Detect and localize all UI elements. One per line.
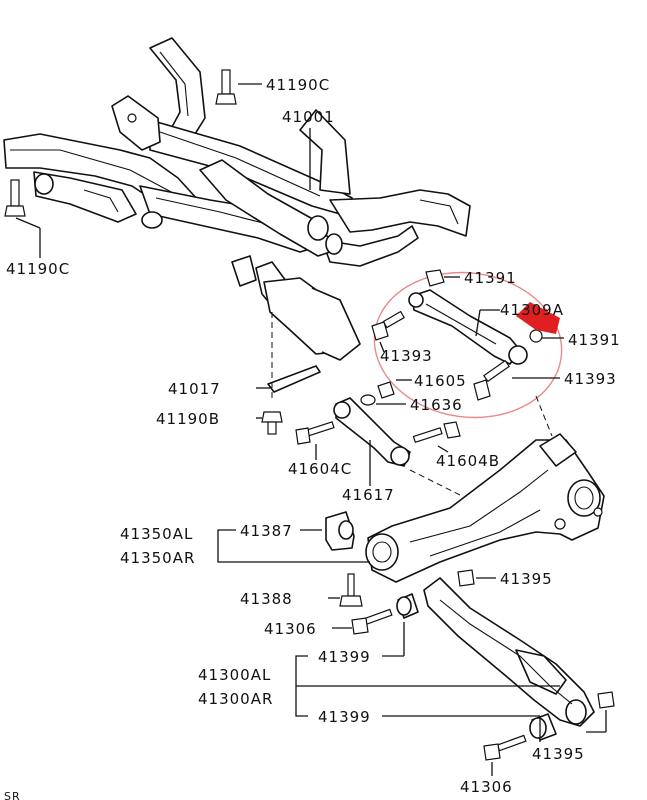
label-41388: 41388 <box>240 590 293 608</box>
label-41350ar: 41350AR <box>120 549 195 567</box>
label-41393-b: 41393 <box>564 370 617 388</box>
label-41605: 41605 <box>414 372 467 390</box>
bolt-41388 <box>328 573 363 607</box>
lateral-link-41309a <box>371 269 564 419</box>
label-41190c-left: 41190C <box>6 260 70 278</box>
label-41391-right: 41391 <box>568 331 621 349</box>
crossmember-41001 <box>3 37 471 361</box>
label-41393-a: 41393 <box>380 347 433 365</box>
label-41399-b: 41399 <box>318 708 371 726</box>
label-41604b: 41604B <box>436 452 500 470</box>
footer-code: SR <box>4 790 21 800</box>
guide-line-a <box>535 395 553 437</box>
label-41617: 41617 <box>342 486 395 504</box>
label-41636: 41636 <box>410 396 463 414</box>
label-41190b: 41190B <box>156 410 220 428</box>
label-41306-b: 41306 <box>460 778 513 796</box>
label-41309a: 41309A <box>500 301 564 319</box>
bolt-41190c-left <box>4 179 41 258</box>
label-41604c: 41604C <box>288 460 352 478</box>
label-41190c-top: 41190C <box>266 76 330 94</box>
label-41395-top: 41395 <box>500 570 553 588</box>
washer-41636 <box>360 394 406 406</box>
label-41306-a: 41306 <box>264 620 317 638</box>
part-labels: 41190C 41001 41190C 41391 41309A 41391 4… <box>4 76 621 800</box>
bracket-41350 <box>217 529 370 563</box>
label-41395-bottom: 41395 <box>532 745 585 763</box>
label-41001: 41001 <box>282 108 335 126</box>
label-41391-top: 41391 <box>464 269 517 287</box>
knuckle-41350 <box>365 433 605 583</box>
bushing-41387 <box>300 511 355 551</box>
toe-link-41617 <box>295 397 461 486</box>
bolt-41190c-top <box>215 69 262 105</box>
label-41017: 41017 <box>168 380 221 398</box>
label-41300al: 41300AL <box>198 666 271 684</box>
label-41300ar: 41300AR <box>198 690 273 708</box>
label-41399-a: 41399 <box>318 648 371 666</box>
guide-line-b <box>409 469 467 499</box>
bolt-41190b <box>256 411 283 435</box>
label-41387: 41387 <box>240 522 293 540</box>
bracket-41017 <box>256 312 321 400</box>
label-41350al: 41350AL <box>120 525 193 543</box>
bushing-41605 <box>377 379 412 399</box>
red-highlight-mark <box>516 302 560 334</box>
lower-arm-41300 <box>295 569 615 776</box>
